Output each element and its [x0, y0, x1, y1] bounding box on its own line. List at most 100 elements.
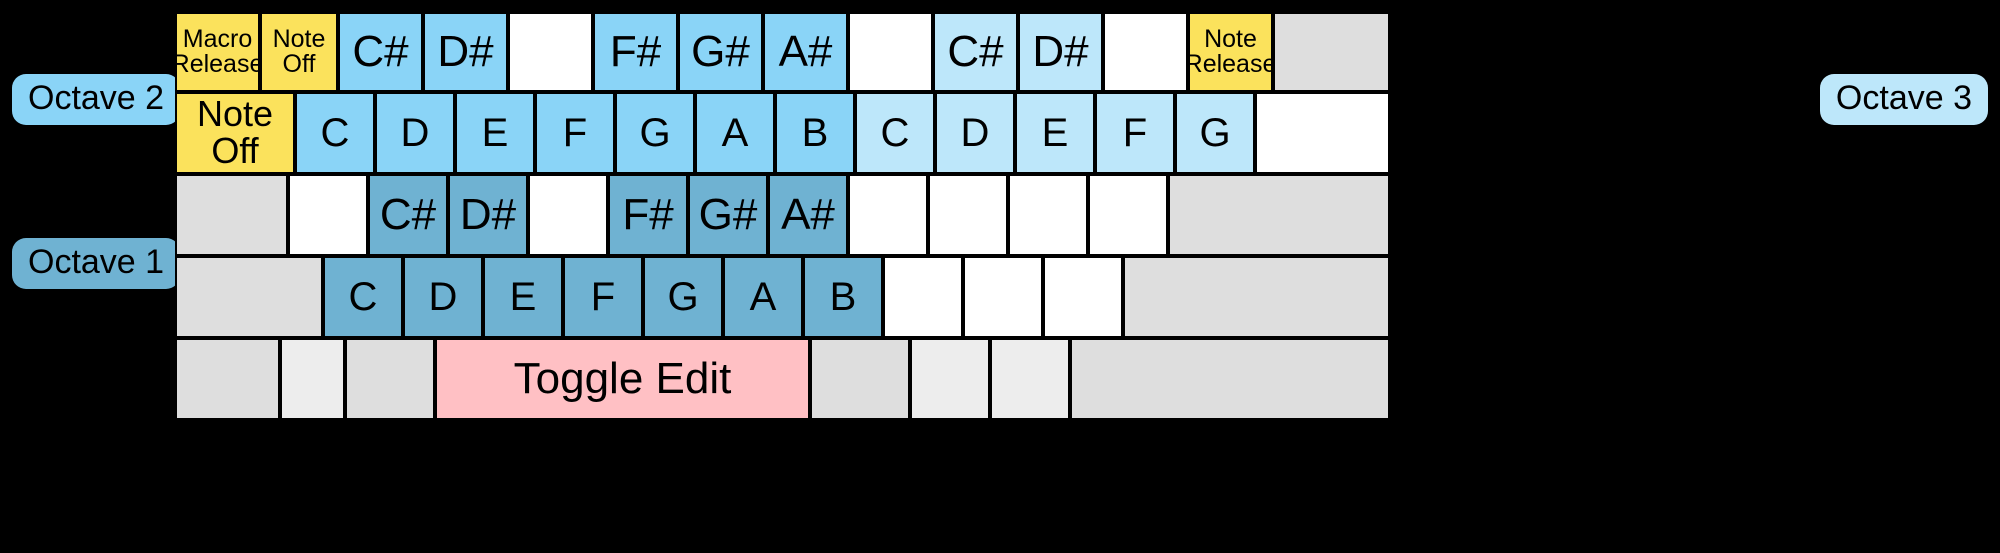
- key-toggle-edit[interactable]: Toggle Edit: [435, 338, 810, 420]
- key-d-sharp[interactable]: D#: [448, 174, 528, 256]
- key-label: D#: [459, 189, 517, 239]
- key-label: G: [667, 274, 699, 319]
- key-label: F#: [622, 189, 674, 239]
- key-d[interactable]: D: [403, 256, 483, 338]
- key-blank[interactable]: [175, 174, 288, 256]
- key-label: E: [1041, 110, 1069, 155]
- key-blank[interactable]: [848, 174, 928, 256]
- key-blank[interactable]: [810, 338, 910, 420]
- key-d[interactable]: D: [375, 92, 455, 174]
- key-label: C#: [947, 26, 1004, 76]
- key-label: A: [721, 110, 749, 155]
- key-c-sharp[interactable]: C#: [338, 12, 423, 92]
- key-a[interactable]: A: [695, 92, 775, 174]
- key-g[interactable]: G: [615, 92, 695, 174]
- octave-1-label: Octave 1: [12, 238, 181, 289]
- key-g[interactable]: G: [1175, 92, 1255, 174]
- key-c[interactable]: C: [855, 92, 935, 174]
- key-label: C: [320, 110, 350, 155]
- key-blank[interactable]: [508, 12, 593, 92]
- key-blank[interactable]: [175, 256, 323, 338]
- key-label: D: [428, 274, 458, 319]
- key-blank[interactable]: [1273, 12, 1390, 92]
- key-blank[interactable]: [990, 338, 1070, 420]
- key-label: C: [880, 110, 910, 155]
- key-d-sharp[interactable]: D#: [1018, 12, 1103, 92]
- key-e[interactable]: E: [483, 256, 563, 338]
- key-blank[interactable]: [345, 338, 435, 420]
- key-label: F#: [609, 26, 662, 76]
- key-f[interactable]: F: [563, 256, 643, 338]
- octave-2-label-text: Octave 2: [28, 79, 165, 117]
- key-label: D: [960, 110, 990, 155]
- key-blank[interactable]: [1043, 256, 1123, 338]
- key-blank[interactable]: [1088, 174, 1168, 256]
- key-c-sharp[interactable]: C#: [368, 174, 448, 256]
- key-g-sharp[interactable]: G#: [688, 174, 768, 256]
- key-label: B: [801, 110, 829, 155]
- octave-1-label-text: Octave 1: [28, 243, 165, 281]
- key-label: C: [348, 274, 378, 319]
- key-blank[interactable]: [280, 338, 345, 420]
- key-d[interactable]: D: [935, 92, 1015, 174]
- key-c-sharp[interactable]: C#: [933, 12, 1018, 92]
- octave-3-label: Octave 3: [1819, 74, 1988, 125]
- key-blank[interactable]: [1103, 12, 1188, 92]
- key-blank[interactable]: [1008, 174, 1088, 256]
- key-label: E: [481, 110, 509, 155]
- key-label: Toggle Edit: [513, 353, 732, 403]
- key-label: A#: [781, 189, 835, 239]
- key-blank[interactable]: [288, 174, 368, 256]
- key-blank[interactable]: [1168, 174, 1390, 256]
- key-label: D: [400, 110, 430, 155]
- key-g[interactable]: G: [643, 256, 723, 338]
- key-e[interactable]: E: [455, 92, 535, 174]
- key-blank[interactable]: [963, 256, 1043, 338]
- key-blank[interactable]: [928, 174, 1008, 256]
- key-label: G#: [691, 26, 750, 76]
- key-a-sharp[interactable]: A#: [763, 12, 848, 92]
- key-label: D#: [437, 26, 494, 76]
- key-label: B: [829, 274, 857, 319]
- key-blank[interactable]: [1255, 92, 1390, 174]
- key-c[interactable]: C: [295, 92, 375, 174]
- key-label: C#: [352, 26, 409, 76]
- key-label: F: [1122, 110, 1148, 155]
- key-f[interactable]: F: [1095, 92, 1175, 174]
- key-f-sharp[interactable]: F#: [608, 174, 688, 256]
- key-blank[interactable]: [175, 338, 280, 420]
- key-blank[interactable]: [848, 12, 933, 92]
- key-label: A: [749, 274, 777, 319]
- key-label: G: [639, 110, 671, 155]
- key-blank[interactable]: [528, 174, 608, 256]
- key-a-sharp[interactable]: A#: [768, 174, 848, 256]
- key-b[interactable]: B: [775, 92, 855, 174]
- key-blank[interactable]: [1123, 256, 1390, 338]
- key-f-sharp[interactable]: F#: [593, 12, 678, 92]
- key-label: G#: [698, 189, 758, 239]
- octave-3-label-text: Octave 3: [1835, 79, 1972, 117]
- key-blank[interactable]: [883, 256, 963, 338]
- key-label: F: [562, 110, 588, 155]
- key-a[interactable]: A: [723, 256, 803, 338]
- key-f[interactable]: F: [535, 92, 615, 174]
- key-blank[interactable]: [910, 338, 990, 420]
- key-label: A#: [778, 26, 833, 76]
- key-label: D#: [1032, 26, 1089, 76]
- key-c[interactable]: C: [323, 256, 403, 338]
- key-label: G: [1199, 110, 1231, 155]
- key-g-sharp[interactable]: G#: [678, 12, 763, 92]
- key-e[interactable]: E: [1015, 92, 1095, 174]
- key-b[interactable]: B: [803, 256, 883, 338]
- key-d-sharp[interactable]: D#: [423, 12, 508, 92]
- key-blank[interactable]: [1070, 338, 1390, 420]
